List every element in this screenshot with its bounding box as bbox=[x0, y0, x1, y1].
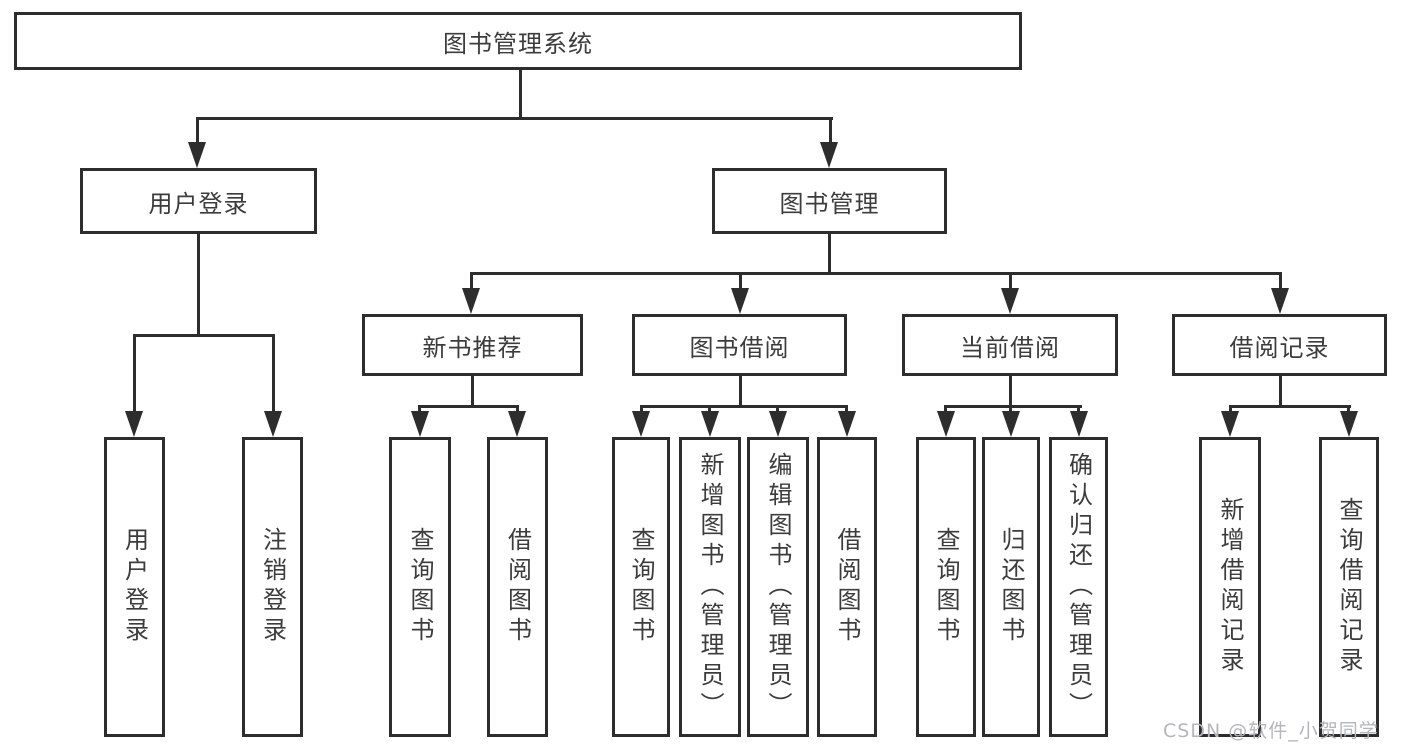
arrow-down-icon bbox=[1002, 411, 1020, 437]
watermark-text: CSDN @软件_小贺同学 bbox=[1163, 720, 1379, 742]
connector-line bbox=[471, 376, 474, 408]
arrow-down-icon bbox=[1271, 288, 1289, 314]
connector-line bbox=[1279, 376, 1282, 408]
leaf-return-books: 归还图书 bbox=[982, 437, 1040, 737]
leaf-logout: 注销登录 bbox=[242, 437, 303, 737]
connector-line bbox=[739, 376, 742, 408]
node-current-borrowing: 当前借阅 bbox=[902, 314, 1118, 376]
node-new-book-recommend: 新书推荐 bbox=[362, 314, 583, 376]
arrow-down-icon bbox=[937, 411, 955, 437]
connector-line bbox=[418, 405, 421, 414]
leaf-borrow-books-1: 借阅图书 bbox=[487, 437, 548, 737]
connector-line bbox=[1229, 405, 1232, 414]
connector-line bbox=[1229, 405, 1351, 408]
leaf-query-books-2: 查询图书 bbox=[612, 437, 670, 737]
leaf-borrow-books-1-label: 借阅图书 bbox=[503, 527, 532, 647]
leaf-return-books-label: 归还图书 bbox=[997, 527, 1025, 647]
node-new-book-recommend-label: 新书推荐 bbox=[422, 333, 523, 362]
leaf-user-login: 用户登录 bbox=[104, 437, 165, 737]
connector-line bbox=[1009, 405, 1012, 414]
arrow-down-icon bbox=[1221, 411, 1239, 437]
connector-line bbox=[418, 405, 519, 408]
node-book-borrowing: 图书借阅 bbox=[632, 314, 847, 376]
leaf-query-books-3: 查询图书 bbox=[916, 437, 976, 737]
connector-line bbox=[196, 117, 199, 144]
node-current-borrowing-label: 当前借阅 bbox=[960, 333, 1060, 362]
leaf-borrow-books-2-label: 借阅图书 bbox=[833, 527, 861, 647]
connector-line bbox=[739, 272, 742, 290]
leaf-edit-books-admin-label: 编辑图书（管理员） bbox=[764, 452, 792, 722]
arrow-down-icon bbox=[411, 411, 429, 437]
node-book-management-label: 图书管理 bbox=[779, 189, 880, 218]
connector-line bbox=[944, 405, 1082, 408]
connector-line bbox=[640, 405, 643, 414]
arrow-down-icon bbox=[125, 411, 143, 437]
connector-line bbox=[196, 117, 833, 120]
arrow-down-icon bbox=[731, 288, 749, 314]
node-borrowing-records: 借阅记录 bbox=[1172, 314, 1387, 376]
leaf-query-books-1-label: 查询图书 bbox=[406, 527, 434, 647]
node-book-borrowing-label: 图书借阅 bbox=[689, 333, 790, 362]
node-root: 图书管理系统 bbox=[14, 12, 1022, 70]
connector-line bbox=[272, 334, 275, 412]
node-borrowing-records-label: 借阅记录 bbox=[1229, 333, 1330, 362]
arrow-down-icon bbox=[820, 142, 838, 168]
connector-line bbox=[470, 272, 1282, 275]
arrow-down-icon bbox=[1340, 411, 1358, 437]
connector-line bbox=[470, 272, 473, 290]
leaf-add-books-admin: 新增图书（管理员） bbox=[679, 437, 741, 737]
node-book-management: 图书管理 bbox=[712, 168, 947, 234]
leaf-confirm-return-admin: 确认归还（管理员） bbox=[1049, 437, 1108, 737]
connector-line bbox=[829, 117, 832, 144]
leaf-borrow-books-2: 借阅图书 bbox=[817, 437, 877, 737]
arrow-down-icon bbox=[838, 411, 856, 437]
connector-line bbox=[516, 405, 519, 414]
connector-line bbox=[845, 405, 848, 414]
connector-line bbox=[708, 405, 711, 414]
node-user-login: 用户登录 bbox=[80, 168, 317, 234]
arrow-down-icon bbox=[1070, 411, 1088, 437]
connector-line bbox=[133, 334, 275, 337]
leaf-add-borrow-record: 新增借阅记录 bbox=[1199, 437, 1261, 737]
connector-line bbox=[1347, 405, 1350, 414]
leaf-query-borrow-record-label: 查询借阅记录 bbox=[1335, 497, 1363, 677]
leaf-edit-books-admin: 编辑图书（管理员） bbox=[747, 437, 809, 737]
arrow-down-icon bbox=[462, 288, 480, 314]
connector-line bbox=[197, 234, 200, 336]
connector-line bbox=[640, 405, 848, 408]
arrow-down-icon bbox=[1001, 288, 1019, 314]
leaf-user-login-label: 用户登录 bbox=[120, 527, 149, 647]
arrow-down-icon bbox=[188, 142, 206, 168]
connector-line bbox=[1009, 272, 1012, 290]
arrow-down-icon bbox=[264, 411, 282, 437]
arrow-down-icon bbox=[632, 411, 650, 437]
leaf-query-books-1: 查询图书 bbox=[389, 437, 451, 737]
arrow-down-icon bbox=[701, 411, 719, 437]
leaf-query-books-3-label: 查询图书 bbox=[932, 527, 960, 647]
leaf-query-borrow-record: 查询借阅记录 bbox=[1319, 437, 1379, 737]
connector-line bbox=[944, 405, 947, 414]
connector-line bbox=[519, 70, 522, 118]
leaf-query-books-2-label: 查询图书 bbox=[627, 527, 655, 647]
node-root-label: 图书管理系统 bbox=[443, 29, 593, 58]
connector-line bbox=[1279, 272, 1282, 290]
node-user-login-label: 用户登录 bbox=[148, 189, 249, 218]
connector-line bbox=[1077, 405, 1080, 414]
connector-line bbox=[1009, 376, 1012, 408]
leaf-logout-label: 注销登录 bbox=[258, 527, 287, 647]
leaf-confirm-return-admin-label: 确认归还（管理员） bbox=[1064, 452, 1093, 722]
leaf-add-books-admin-label: 新增图书（管理员） bbox=[696, 452, 724, 722]
arrow-down-icon bbox=[508, 411, 526, 437]
leaf-add-borrow-record-label: 新增借阅记录 bbox=[1216, 497, 1244, 677]
connector-line bbox=[776, 405, 779, 414]
connector-line bbox=[133, 334, 136, 412]
connector-line bbox=[828, 234, 831, 275]
arrow-down-icon bbox=[769, 411, 787, 437]
